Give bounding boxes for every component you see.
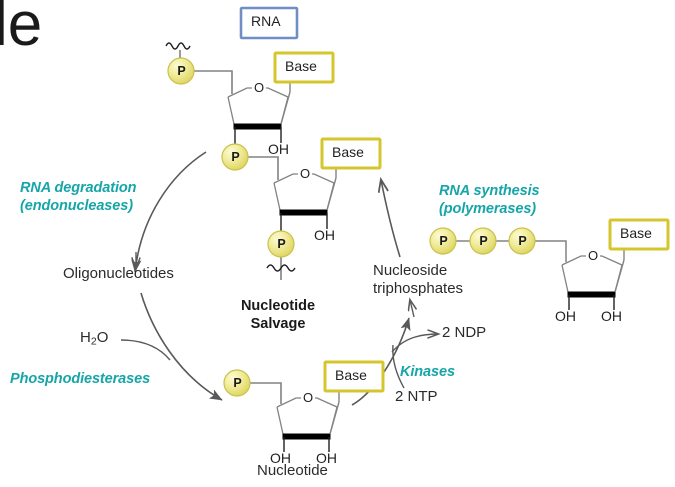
water-subscript: 2: [90, 335, 97, 348]
arrow-phosphodiesterase: [140, 292, 223, 401]
label-nucleotide: Nucleotide: [257, 462, 328, 479]
phosphate-label: P: [231, 150, 240, 164]
phosphate-group-middle-lower: [267, 230, 295, 258]
phosphate-group-triphosphate: [429, 227, 536, 255]
label-kinases: Kinases: [400, 364, 455, 380]
water-prefix: H: [80, 329, 91, 346]
chain-squiggle-icon: [165, 42, 191, 50]
hydroxyl-label: OH: [555, 308, 576, 324]
base-box-frame-bottom: [323, 360, 385, 393]
center-label-line1: Nucleotide: [240, 298, 316, 314]
arrow-into-ntp-node: [410, 300, 414, 318]
label-nucleoside-line1: Nucleoside: [373, 262, 448, 279]
phosphate-label: P: [518, 234, 527, 248]
label-ndp-output: 2 NDP: [442, 324, 487, 341]
phosphate-circle: [167, 57, 195, 85]
rna-box-label: RNA: [251, 13, 281, 29]
label-ntp-input: 2 NTP: [395, 388, 438, 405]
structure-rna-middle: [266, 166, 337, 280]
label-rna-degradation-line2: (endonucleases): [20, 198, 133, 214]
base-box-label-middle: Base: [332, 144, 364, 160]
structure-nucleoside-triphosphate: [456, 240, 625, 310]
phosphate-label: P: [439, 234, 448, 248]
phosphate-label: P: [277, 237, 286, 251]
rna-box-frame: [239, 6, 299, 40]
phosphate-circle: [267, 230, 295, 258]
arrow-water-input: [120, 339, 171, 361]
phosphate-circle: [223, 369, 251, 397]
phosphate-label: P: [233, 376, 242, 390]
hydroxyl-label: OH: [601, 308, 622, 324]
hydroxyl-label: OH: [316, 450, 337, 466]
phosphate-circle: [469, 227, 497, 255]
phosphate-label: P: [177, 64, 186, 78]
hydroxyl-label: OH: [268, 141, 289, 157]
chain-squiggle-icon: [266, 264, 296, 272]
phosphate-group-bottom: [223, 369, 251, 397]
phosphate-circle: [429, 227, 457, 255]
base-box-frame-top: [273, 51, 335, 84]
ring-oxygen-label: O: [298, 166, 313, 182]
bond-top-to-middle: [248, 156, 279, 180]
water-suffix: O: [96, 329, 109, 346]
label-oligonucleotides: Oligonucleotides: [63, 265, 174, 282]
label-phosphodiesterases: Phosphodiesterases: [10, 371, 151, 387]
phosphate-circle: [508, 227, 536, 255]
structure-nucleotide-bottom: [250, 382, 340, 452]
base-box-frame-middle: [320, 137, 382, 170]
ring-oxygen-label: O: [586, 248, 601, 264]
arrow-rna-synthesis: [381, 180, 401, 258]
phosphate-group-top: [167, 57, 195, 85]
center-label-line2: Salvage: [250, 316, 306, 332]
base-box-label-bottom: Base: [335, 367, 367, 383]
arrow-ndp-output: [391, 334, 438, 353]
ring-oxygen-label: O: [301, 390, 316, 406]
base-box-label-top: Base: [285, 58, 317, 74]
base-box-label-right: Base: [620, 225, 652, 241]
label-rna-synthesis-line1: RNA synthesis: [439, 183, 540, 199]
phosphate-circle: [221, 143, 249, 171]
phosphate-group-top-lower: [221, 143, 249, 171]
hydroxyl-label: OH: [314, 227, 335, 243]
ring-oxygen-label: O: [252, 80, 267, 96]
arrow-ntp-input: [392, 344, 405, 389]
label-rna-degradation-line1: RNA degradation: [20, 180, 137, 196]
label-nucleoside-line2: triphosphates: [373, 280, 464, 297]
cutoff-title-fragment: le: [0, 0, 43, 59]
structure-rna-top: [165, 42, 291, 146]
arrow-kinases: [351, 317, 411, 406]
base-box-frame-right: [608, 218, 670, 251]
hydroxyl-label: OH: [270, 450, 291, 466]
arrow-rna-degradation: [131, 151, 207, 273]
label-water: H2O: [80, 329, 109, 348]
phosphate-label: P: [479, 234, 488, 248]
label-rna-synthesis-line2: (polymerases): [439, 201, 537, 217]
